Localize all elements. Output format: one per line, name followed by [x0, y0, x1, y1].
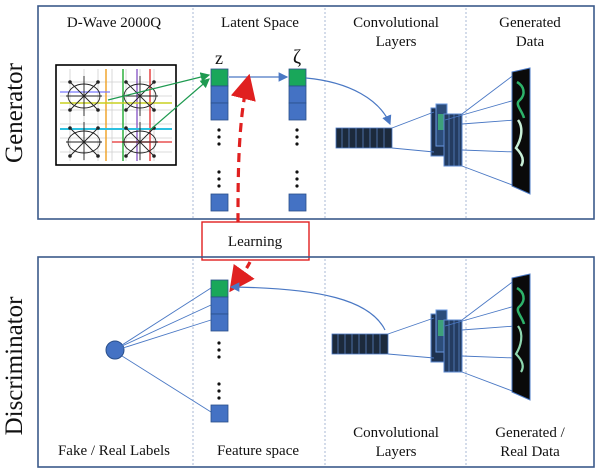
conv-to-feature-arrow: [229, 282, 386, 331]
feature-node-green: [210, 279, 229, 298]
disc-conv-layers-title-line1: Convolutional: [353, 425, 439, 441]
feature-vector: [210, 279, 229, 423]
conv-layers-title-line1: Convolutional: [353, 15, 439, 31]
generated-data-title-line2: Data: [516, 34, 545, 50]
z-node: [210, 102, 229, 121]
zeta-label: ζ: [293, 46, 301, 68]
dwave-column-title: D-Wave 2000Q: [67, 15, 161, 31]
conv-layers-title-line2: Layers: [376, 34, 417, 50]
latent-space-column-title: Latent Space: [221, 15, 299, 31]
disc-conv-layers-title-line2: Layers: [376, 444, 417, 460]
discriminator-panel: Discriminator: [1, 256, 595, 468]
feature-to-output-connections: [121, 287, 212, 413]
zeta-ellipsis: [295, 128, 299, 188]
fake-real-labels-title: Fake / Real Labels: [58, 443, 170, 459]
zeta-node: [288, 85, 307, 104]
dwave-chimera-graph-image: [55, 64, 177, 166]
learning-arrow-up: [230, 73, 256, 223]
generated-real-data-title-line1: Generated /: [495, 425, 565, 441]
generator-conv-layers: [335, 73, 516, 187]
learning-arrow-down: [229, 261, 255, 293]
z-node: [210, 193, 229, 212]
generator-frame: [37, 5, 595, 220]
feature-ellipsis: [217, 341, 221, 400]
zeta-to-conv-arrow: [305, 77, 392, 126]
real-data-image: [511, 273, 531, 401]
dwave-to-z-arrow: [107, 72, 211, 101]
z-label: z: [215, 48, 223, 68]
discriminator-conv-layers: [331, 279, 516, 393]
z-node-green: [210, 68, 229, 87]
discriminator-side-label: Discriminator: [1, 296, 28, 436]
generated-real-data-title-line2: Real Data: [500, 444, 560, 460]
learning-label: Learning: [228, 234, 283, 250]
zeta-node: [288, 102, 307, 121]
feature-node: [210, 296, 229, 315]
generator-panel: Generator D-Wave 2000Q Latent Space Conv…: [1, 5, 595, 220]
generated-data-title-line1: Generated: [499, 15, 561, 31]
zeta-node: [288, 193, 307, 212]
feature-node: [210, 313, 229, 332]
generator-side-label: Generator: [1, 62, 28, 163]
generated-data-image: [511, 67, 531, 195]
zeta-vector: [288, 68, 307, 212]
z-node: [210, 85, 229, 104]
learning-box: [201, 221, 310, 261]
feature-space-title: Feature space: [217, 443, 299, 459]
feature-node: [210, 404, 229, 423]
output-label-node: [105, 340, 125, 360]
z-ellipsis: [217, 128, 221, 188]
discriminator-frame: [37, 256, 595, 468]
z-vector: [210, 68, 229, 212]
zeta-node-green: [288, 68, 307, 87]
dwave-to-z-arrow: [149, 78, 210, 131]
